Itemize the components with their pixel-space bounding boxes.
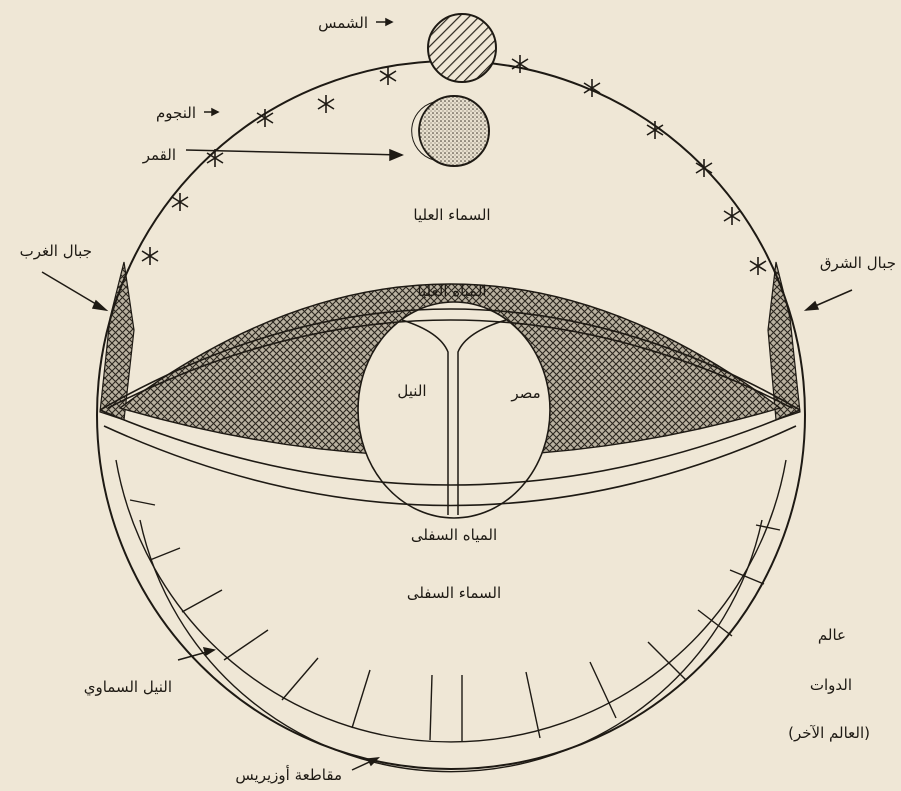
star-icon (750, 257, 766, 275)
label-stars: النجوم (156, 104, 196, 122)
moon-icon (412, 96, 489, 166)
label-upper-waters: المياه العليا (417, 282, 486, 300)
star-icon (380, 67, 396, 85)
sun-arrow-icon (376, 19, 392, 25)
star-icon (142, 247, 158, 265)
label-nile: النيل (397, 382, 426, 400)
label-duat-line3: (العالم الآخر) (788, 724, 870, 742)
label-sun: الشمس (318, 14, 368, 32)
sun-icon (428, 14, 496, 82)
label-eastern-mountains: جبال الشرق (820, 254, 896, 272)
label-osiris-provinces: مقاطعة أوزيريس (235, 765, 342, 784)
star-icon (172, 193, 188, 211)
east-arrow-icon (806, 290, 852, 310)
label-duat-line1: عالم (818, 626, 846, 644)
star-icon (512, 55, 528, 73)
label-lower-sky: السماء السفلى (407, 584, 501, 602)
star-icon (724, 207, 740, 225)
label-celestial-nile: النيل السماوي (84, 678, 172, 697)
east-mountains-mass (768, 262, 800, 420)
west-arrow-icon (42, 272, 106, 310)
label-duat-line2: الدوات (810, 676, 852, 694)
stars-arrow-icon (204, 109, 218, 115)
label-western-mountains: جبال الغرب (20, 242, 92, 260)
label-upper-sky: السماء العليا (413, 206, 490, 224)
label-moon: القمر (142, 146, 176, 164)
label-lower-waters: المياه السفلى (411, 526, 497, 544)
label-egypt: مصر (510, 384, 540, 402)
star-icon (318, 95, 334, 113)
celestial-nile-arrow-icon (178, 648, 214, 660)
star-icon (207, 149, 223, 167)
